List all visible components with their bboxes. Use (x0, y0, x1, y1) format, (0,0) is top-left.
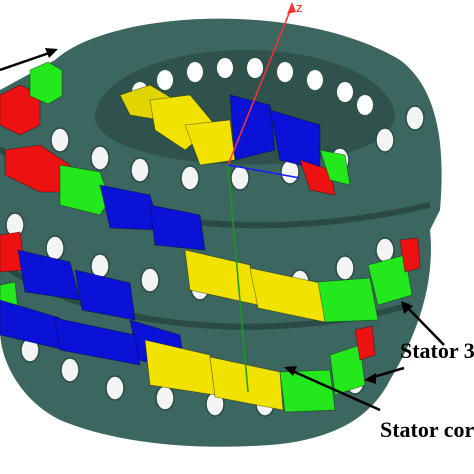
coil-blue (54, 317, 141, 366)
coil-red (354, 325, 376, 361)
coil-blue (149, 204, 206, 251)
coil-red (0, 84, 41, 136)
coil-green (317, 277, 379, 323)
slot-hole (90, 145, 110, 171)
inner-slot (187, 62, 203, 82)
inner-slots (132, 58, 373, 115)
y-axis (227, 164, 249, 393)
arrow-head-core (284, 366, 297, 376)
coil-green (329, 344, 366, 396)
slot-hole (105, 375, 125, 401)
slot-hole (180, 165, 200, 191)
arrow-head-top (45, 48, 58, 58)
coil-green (29, 61, 63, 105)
coil-red (399, 237, 421, 273)
inner-slot (247, 58, 263, 78)
annotation-arrows (0, 48, 445, 412)
slot-hole (45, 235, 65, 261)
z-axis-label: z (296, 0, 303, 15)
slot-hole (155, 385, 175, 411)
inner-winding-coils (119, 84, 351, 196)
inner-coil (319, 149, 351, 186)
inner-slot (357, 95, 373, 115)
slot-hole (130, 157, 150, 183)
slot-hole (230, 165, 250, 191)
inner-slot (277, 62, 293, 82)
inner-slot (157, 70, 173, 90)
z-axis-arrow (287, 2, 296, 14)
arrow-head-stator3 (401, 301, 413, 314)
x-axis (227, 164, 301, 179)
inner-slot (217, 58, 233, 78)
coordinate-axes (227, 2, 301, 393)
slot-hole (335, 255, 355, 281)
inner-slot (307, 70, 323, 90)
slot-hole (50, 127, 70, 153)
winding-coils (0, 61, 421, 413)
coil-blue (17, 249, 81, 301)
slot-hole (60, 357, 80, 383)
coil-green (279, 369, 336, 413)
slot-hole (140, 267, 160, 293)
inner-slot (337, 82, 353, 102)
coil-green (367, 254, 413, 306)
arrow-head-stator3b (364, 373, 376, 384)
coil-blue (74, 269, 136, 321)
inner-coil (229, 94, 276, 161)
z-axis (227, 5, 293, 166)
label-stator-core: Stator cor (380, 417, 474, 442)
slot-hole (375, 127, 395, 153)
slot-hole (405, 105, 425, 131)
label-stator-3: Stator 3 (400, 338, 474, 363)
coil-green (59, 164, 111, 216)
